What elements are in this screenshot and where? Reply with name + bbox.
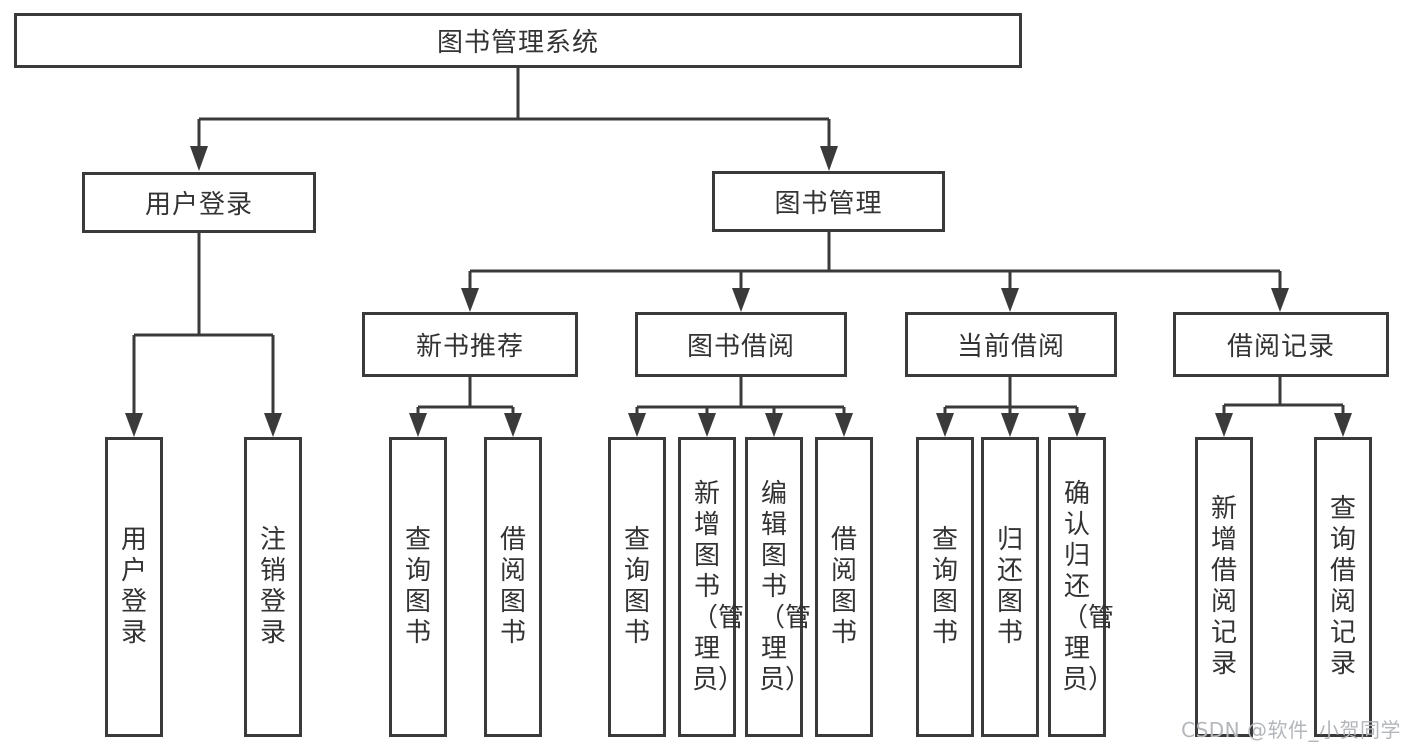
leaf-records-query-record-label: 查询借阅记录 — [1329, 494, 1356, 679]
node-book-borrowing: 图书借阅 — [635, 312, 847, 377]
leaf-rec-borrow-books-label: 借阅图书 — [499, 525, 526, 648]
leaf-cur-query-books-label: 查询图书 — [931, 525, 958, 648]
node-book-borrowing-label: 图书借阅 — [686, 332, 795, 362]
leaf-cur-query-books: 查询图书 — [916, 437, 974, 737]
leaf-borrow-edit-books-admin: 编辑图书（管理员） — [745, 437, 812, 737]
leaf-borrow-borrow-books: 借阅图书 — [815, 437, 873, 737]
connector-root-split — [199, 68, 829, 121]
node-root-label: 图书管理系统 — [436, 28, 599, 58]
connector-user-login-split — [134, 233, 273, 337]
node-new-book-recommend-label: 新书推荐 — [415, 332, 524, 362]
node-current-borrowing-label: 当前借阅 — [956, 332, 1065, 362]
node-book-management-label: 图书管理 — [774, 189, 883, 219]
leaf-borrow-query-books-label: 查询图书 — [623, 525, 650, 648]
leaf-records-add-record: 新增借阅记录 — [1195, 437, 1253, 737]
node-user-login: 用户登录 — [82, 172, 316, 233]
leaf-cur-return-books-label: 归还图书 — [996, 525, 1023, 648]
leaf-records-add-record-label: 新增借阅记录 — [1210, 494, 1237, 679]
leaf-borrow-add-books-admin: 新增图书（管理员） — [678, 437, 745, 737]
node-book-management: 图书管理 — [712, 171, 945, 232]
csdn-watermark: CSDN @软件_小贺同学 — [1181, 718, 1401, 742]
leaf-user-login-label: 用户登录 — [120, 525, 147, 648]
leaf-cur-return-books: 归还图书 — [981, 437, 1039, 737]
leaf-cur-confirm-return-admin-label: 确认归还（管理员） — [1062, 478, 1115, 695]
leaf-rec-borrow-books: 借阅图书 — [484, 437, 542, 737]
connector-book-mgmt-split — [470, 232, 1280, 273]
node-borrowing-records: 借阅记录 — [1173, 312, 1389, 377]
leaf-cur-confirm-return-admin: 确认归还（管理员） — [1048, 437, 1115, 737]
leaf-logout-login: 注销登录 — [244, 437, 302, 737]
connector-current-borrow-split — [945, 377, 1077, 409]
connector-book-borrow-split — [637, 377, 844, 409]
leaf-borrow-query-books: 查询图书 — [608, 437, 666, 737]
connector-new-book-split — [418, 377, 513, 409]
leaf-borrow-add-books-admin-label: 新增图书（管理员） — [692, 478, 745, 695]
node-borrowing-records-label: 借阅记录 — [1226, 332, 1335, 362]
node-current-borrowing: 当前借阅 — [905, 312, 1117, 377]
leaf-rec-query-books-label: 查询图书 — [404, 525, 431, 648]
leaf-borrow-edit-books-admin-label: 编辑图书（管理员） — [759, 478, 812, 695]
connector-records-split — [1224, 377, 1343, 407]
leaf-user-login: 用户登录 — [105, 437, 163, 737]
node-user-login-label: 用户登录 — [144, 190, 253, 220]
leaf-records-query-record: 查询借阅记录 — [1314, 437, 1372, 737]
node-root: 图书管理系统 — [14, 13, 1022, 68]
arrowheads — [125, 146, 1352, 437]
leaf-rec-query-books: 查询图书 — [389, 437, 447, 737]
leaf-borrow-borrow-books-label: 借阅图书 — [830, 525, 857, 648]
leaf-logout-login-label: 注销登录 — [259, 525, 286, 648]
node-new-book-recommend: 新书推荐 — [362, 312, 578, 377]
